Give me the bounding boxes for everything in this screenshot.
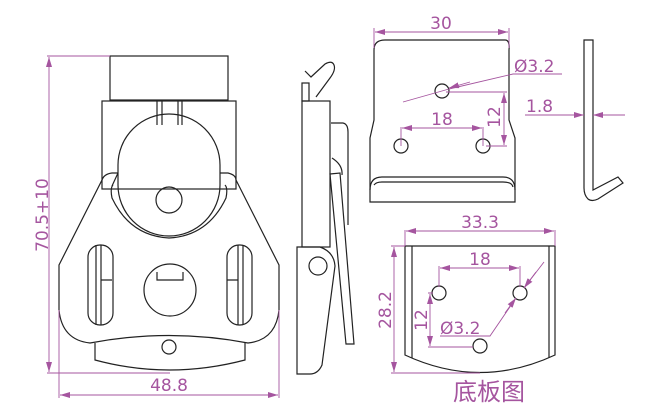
side-latch (296, 246, 336, 375)
side-pivot (308, 256, 328, 276)
top-block (109, 55, 229, 101)
plate-extension-lines (373, 28, 510, 147)
bottom-piece (94, 343, 246, 371)
plate-width-dimension: 30 (430, 14, 452, 34)
base-hole-left (431, 285, 447, 301)
hook-side-view: 1.8 (525, 39, 625, 202)
hook-profile (583, 39, 624, 202)
roller (117, 113, 221, 237)
base-plate-view: 33.3 28.2 18 12 Ø3.2 底板图 (376, 213, 556, 406)
front-view: 70.5+10 48.8 (33, 55, 280, 398)
left-slot-detail (95, 245, 112, 325)
roller-recess (110, 184, 228, 239)
base-plate (404, 245, 556, 373)
plate-hole-diameter: Ø3.2 (514, 57, 554, 77)
top-plate (369, 39, 516, 203)
center-hole (143, 263, 197, 317)
base-plate-caption: 底板图 (453, 378, 525, 406)
base-plate-flanges (411, 246, 550, 358)
plate-hole-spacing: 18 (431, 110, 453, 130)
width-dimension: 48.8 (150, 376, 188, 396)
side-tab (301, 82, 310, 102)
plate-hole-arrow (448, 81, 471, 89)
plate-hole-leader (402, 73, 562, 103)
side-view (296, 61, 355, 375)
side-spring (331, 122, 349, 225)
base-vertical-offset: 12 (412, 309, 432, 331)
base-hole-arrow-in (504, 297, 517, 314)
base-extension-lines (391, 230, 556, 374)
plate-vertical-offset: 12 (485, 106, 505, 128)
right-slot-detail (227, 245, 244, 325)
base-hole-arrow-out (523, 271, 537, 289)
bottom-hole (161, 339, 177, 355)
top-plate-view: 30 Ø3.2 18 12 (369, 14, 562, 203)
top-plate-fold (369, 176, 516, 191)
base-width-dimension: 33.3 (461, 213, 499, 233)
base-hole-right (512, 285, 528, 301)
side-lever (329, 172, 355, 345)
body-housing (101, 100, 237, 190)
base-height-dimension: 28.2 (376, 291, 396, 329)
right-slot (226, 244, 253, 326)
roller-hole (155, 186, 183, 214)
center-slot (156, 101, 183, 125)
base-hole-spacing: 18 (469, 250, 491, 270)
height-dimension: 70.5+10 (33, 178, 53, 252)
plate-hole-top (434, 83, 450, 99)
latch-plate (58, 172, 280, 344)
side-body (301, 100, 331, 248)
base-hole-bottom (472, 338, 488, 354)
thickness-dimension: 1.8 (526, 97, 553, 117)
center-hole-notch (156, 272, 184, 281)
side-hook (304, 61, 336, 98)
base-hole-diameter: Ø3.2 (440, 319, 480, 339)
extension-lines (47, 55, 280, 398)
